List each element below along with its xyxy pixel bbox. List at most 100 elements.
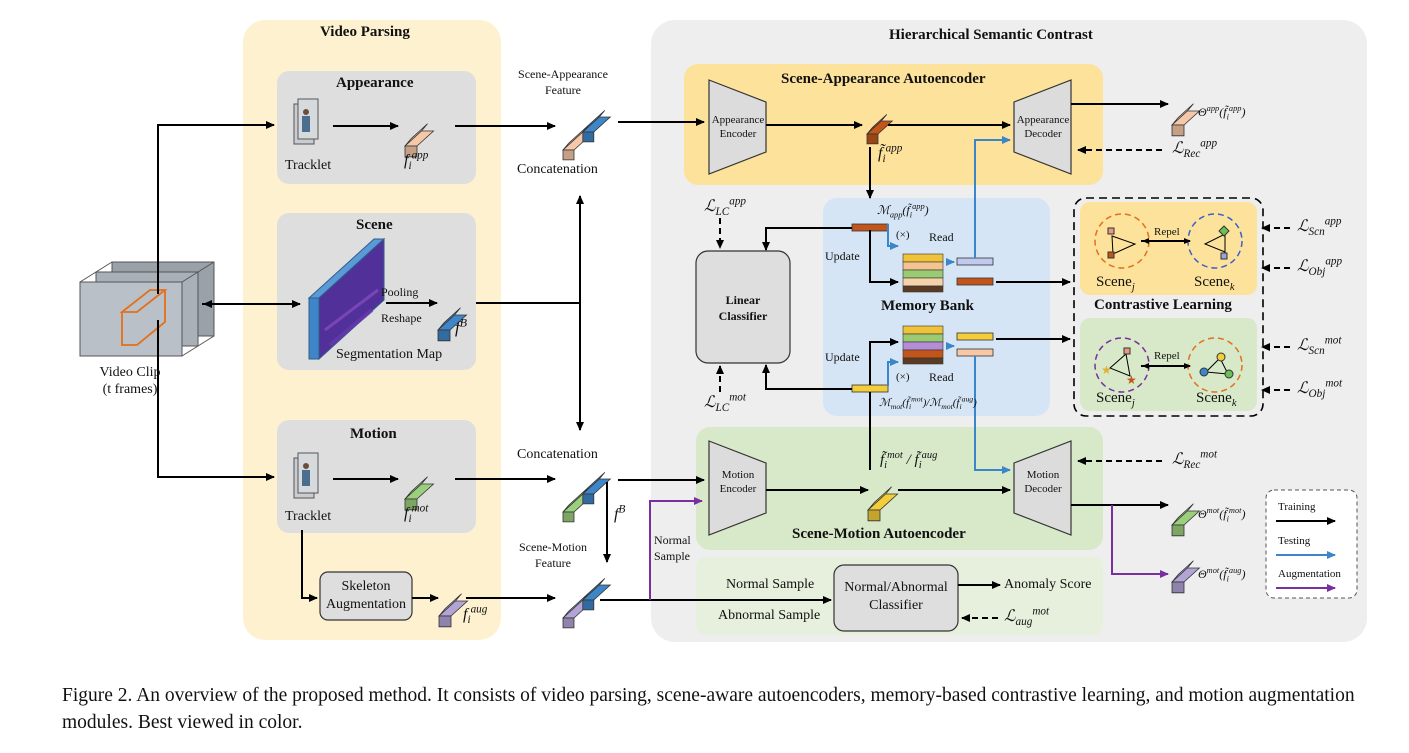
motion-decoder-label-1: Motion: [1026, 469, 1060, 481]
theta-aug-label: Θmot(f̃iaug): [1198, 566, 1246, 584]
recon-mot-cuboid-side: [1171, 524, 1185, 537]
f-app-cuboid-side: [404, 145, 418, 158]
tracklet-label-bottom: Tracklet: [285, 509, 332, 524]
reshape-label: Reshape: [381, 311, 422, 325]
appearance-decoder-shape: [1013, 79, 1072, 175]
cl-top-panel: [1080, 202, 1257, 295]
abnormal-sample-label: Abnormal Sample: [718, 608, 821, 623]
memory-read-mot-1: [956, 332, 994, 341]
svg-text:★: ★: [1101, 363, 1112, 377]
tracklet-icon-top: [293, 98, 319, 145]
sa-feature-label-1: Scene-Appearance: [518, 67, 608, 81]
appearance-title: Appearance: [336, 75, 414, 91]
sa-aug-feature-cuboid-part1-side: [562, 617, 575, 629]
memory-read-app-2: [956, 277, 994, 286]
video-parsing-title: Video Parsing: [320, 24, 410, 40]
motion-encoder-shape: [708, 440, 767, 536]
segmentation-map-icon: [307, 237, 386, 361]
f-b-cuboid-side: [437, 329, 451, 342]
legend-training: Training: [1278, 501, 1316, 513]
f-b2-label: fB: [614, 503, 626, 523]
memory-panel: [823, 198, 1050, 416]
mot-latent-cuboid-side: [867, 509, 881, 522]
times-bottom-label: (×): [896, 371, 910, 383]
scene-j-top-text: Scene: [1096, 274, 1132, 290]
memory-query-mot: [851, 384, 889, 393]
times-top-label: (×): [896, 229, 910, 241]
appearance-decoder-label-1: Appearance: [1016, 114, 1070, 126]
f-b2-symbol: f: [614, 506, 619, 523]
hierarchical-title: Hierarchical Semantic Contrast: [889, 27, 1093, 43]
theta-app-symbol: Θ: [1198, 105, 1207, 119]
scene-j-top-label: Scenej: [1096, 274, 1135, 293]
segmentation-map-label: Segmentation Map: [336, 347, 443, 362]
feature-cuboids: [403, 103, 1201, 629]
motion-title: Motion: [350, 426, 397, 442]
concatenation-top-label: Concatenation: [517, 162, 598, 177]
recon-app-cuboid-side: [1171, 124, 1185, 137]
scene-title: Scene: [356, 217, 393, 233]
f-mot-symbol: f: [404, 505, 409, 522]
l-aug-mot-label: ℒaugmot: [1004, 605, 1050, 629]
f-aug-symbol: f: [463, 606, 468, 623]
cl-bottom-panel: [1080, 318, 1257, 411]
l-scn-app-label: ℒScnapp: [1297, 215, 1342, 239]
f-mot-label: fimot: [404, 502, 429, 526]
figure-caption: Figure 2. An overview of the proposed me…: [62, 685, 1355, 734]
loss-arrows: [716, 146, 1290, 622]
m-app-label: ℳapp(f̃iapp): [877, 202, 929, 220]
read-top-label: Read: [929, 230, 954, 244]
linear-classifier-label-1: Linear: [725, 293, 761, 307]
appearance-box: [277, 71, 476, 184]
svg-text:★: ★: [1126, 373, 1137, 387]
m-app-symbol: ℳ: [877, 203, 890, 217]
linear-classifier-box: [695, 250, 791, 364]
memory-query-app: [851, 223, 889, 232]
scene-j-bottom-label: Scenej: [1096, 390, 1135, 409]
sa-aug-feature-cuboid-part2-front: [581, 584, 612, 601]
ftilde-mot-symbol: f̃: [880, 452, 885, 468]
scene-k-top-label: Scenek: [1194, 274, 1235, 293]
m-mot-label: ℳmot(f̃imot)/ℳmot(f̃iaug): [879, 394, 977, 412]
sm-feature-label-1: Scene-Motion: [519, 540, 587, 554]
recon-aug-cuboid-side: [1171, 581, 1185, 594]
l-lc-app-label: ℒLCapp: [704, 195, 746, 219]
normal-label-vertical-1: Normal: [654, 533, 691, 547]
legend-augmentation: Augmentation: [1278, 568, 1341, 580]
memory-bank-bottom: [902, 325, 944, 365]
pooling-label: Pooling: [381, 285, 419, 299]
sa-feature-label-2: Feature: [545, 83, 581, 97]
sm-feature-cuboid-part2-side: [582, 493, 595, 505]
appearance-encoder-shape: [708, 79, 767, 175]
l-scn-mot-label: ℒScnmot: [1297, 334, 1342, 358]
read-bottom-label: Read: [929, 370, 954, 384]
f-mot-cuboid-side: [404, 498, 418, 511]
l-rec-mot-label: ℒRecmot: [1172, 448, 1218, 472]
memory-read-app-1: [956, 257, 994, 266]
f-aug-cuboid-side: [438, 615, 452, 628]
l-rec-app-symbol: ℒ: [1172, 140, 1184, 157]
update-top-label: Update: [825, 249, 860, 263]
appearance-encoder-label-1: Appearance: [711, 114, 765, 126]
normal-abnormal-classifier-box: [833, 564, 959, 632]
theta-mot-label: Θmot(f̃imot): [1198, 506, 1246, 524]
skeleton-augmentation-box: [319, 571, 413, 621]
l-rec-app-label: ℒRecapp: [1172, 137, 1218, 161]
training-arrows: [157, 100, 1336, 604]
memory-bank-top: [902, 253, 944, 293]
app-latent-cuboid-side: [866, 133, 879, 145]
sa-feature-cuboid-part2-side: [582, 131, 595, 143]
f-aug-label: fiaug: [463, 603, 488, 627]
update-bottom-label: Update: [825, 350, 860, 364]
repel-bottom-label: Repel: [1154, 350, 1180, 362]
ftilde-mot-aug-label: f̃imot / f̃iaug: [880, 450, 938, 471]
sm-autoencoder-panel: [696, 427, 1103, 550]
ftilde-app-symbol: f̃: [878, 145, 883, 162]
motion-encoder-label-1: Motion: [721, 469, 755, 481]
repel-top-label: Repel: [1154, 226, 1180, 238]
theta-app-label: Θapp(f̃iapp): [1198, 104, 1246, 122]
concatenation-mid-label: Concatenation: [517, 447, 598, 462]
memory-read-mot-2: [956, 348, 994, 357]
